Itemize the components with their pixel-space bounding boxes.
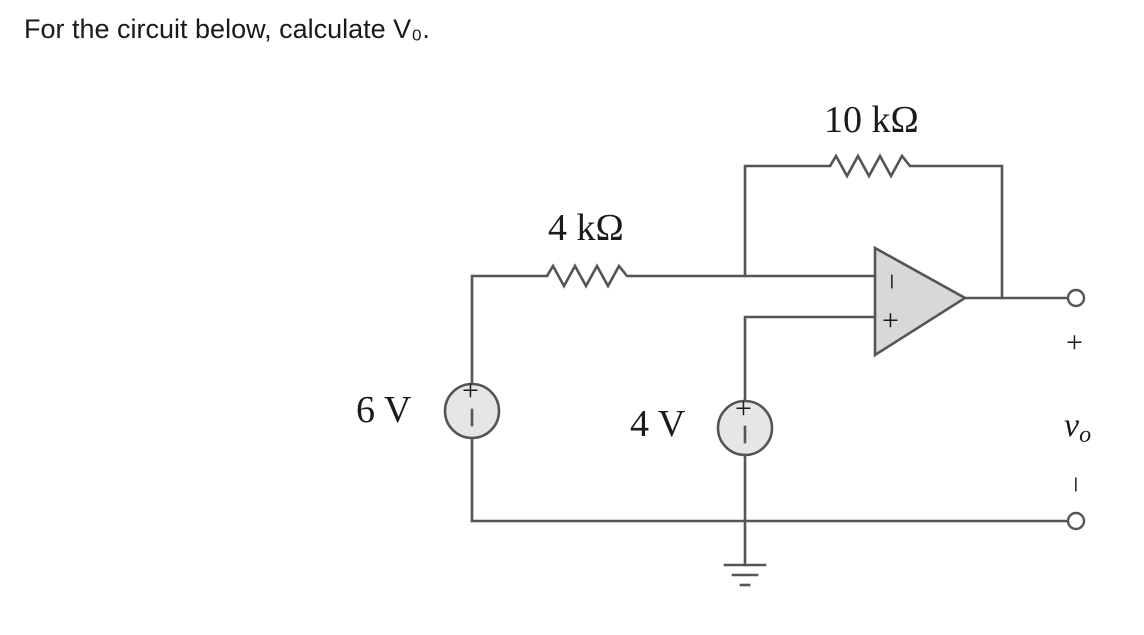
noninverting-wire [743, 315, 877, 402]
resistor-10k-label: 10 kΩ [824, 99, 919, 141]
resistor-10k [828, 153, 915, 179]
source-4v-label: 4 V [630, 403, 686, 445]
source-6v-plus: + [462, 374, 479, 407]
output-terminal-bottom [1066, 511, 1086, 531]
resistor-4k [545, 263, 632, 289]
output-terminal-top [1066, 288, 1086, 308]
source-4v-plus: + [735, 392, 752, 425]
op-amp [873, 245, 968, 358]
input-wire [470, 274, 877, 387]
output-minus: − [1059, 476, 1092, 493]
output-sub: o [1079, 422, 1091, 448]
output-var: v [1064, 407, 1080, 444]
opamp-plus: + [882, 304, 899, 337]
opamp-minus: − [875, 273, 908, 290]
output-voltage-label: vo [1064, 407, 1091, 448]
resistor-4k-label: 4 kΩ [548, 207, 624, 249]
source-6v-label: 6 V [356, 389, 412, 431]
output-plus: + [1066, 326, 1083, 359]
question-text: For the circuit below, calculate V₀. [24, 14, 430, 44]
feedback-wire [743, 164, 1004, 300]
